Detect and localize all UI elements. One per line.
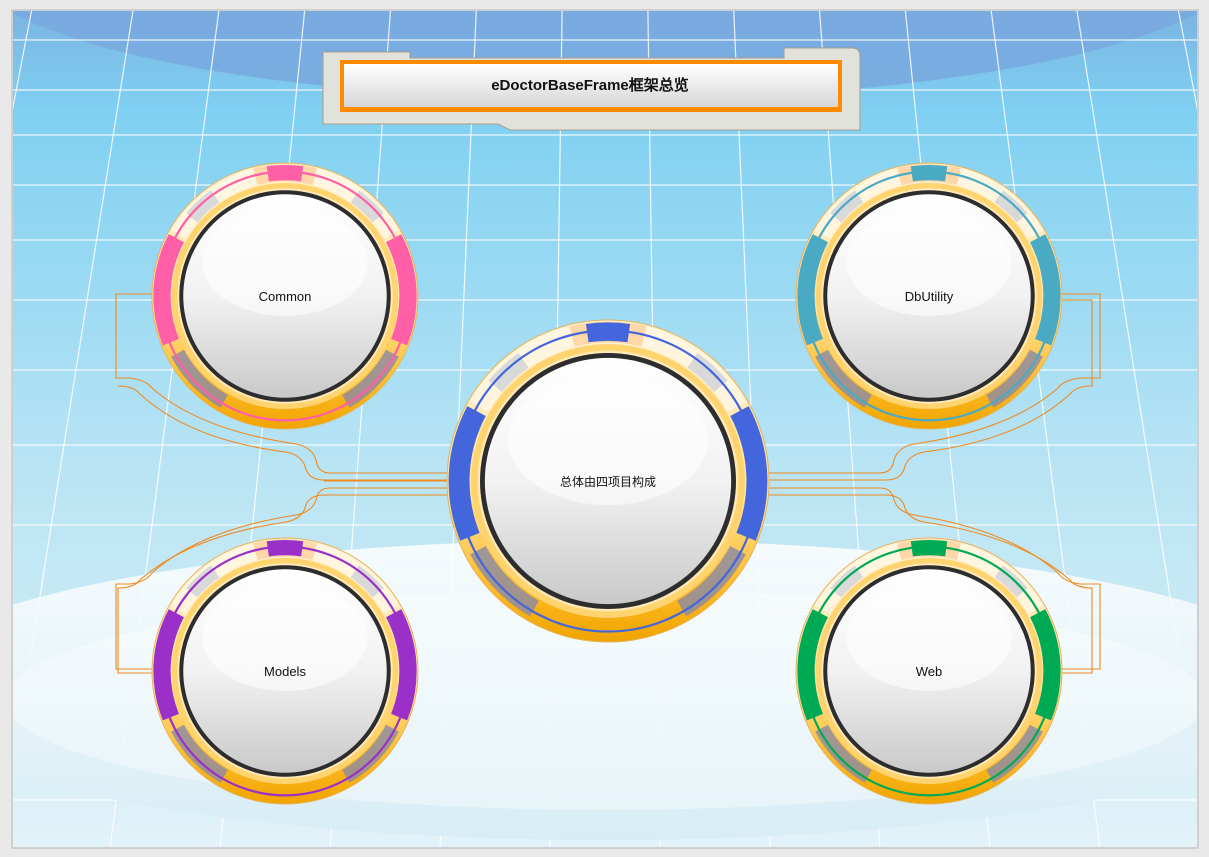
node-common-label: Common xyxy=(259,289,312,304)
node-dbutility: DbUtility xyxy=(795,162,1063,430)
node-models: Models xyxy=(151,537,419,805)
node-models-label: Models xyxy=(264,664,306,679)
node-dbutility-label: DbUtility xyxy=(905,289,954,304)
node-common: Common xyxy=(151,162,419,430)
node-web: Web xyxy=(795,537,1063,805)
connector-lines xyxy=(115,293,1101,674)
page-title: eDoctorBaseFrame框架总览 xyxy=(491,76,689,94)
node-center: 总体由四项目构成 xyxy=(446,319,770,643)
node-center-label: 总体由四项目构成 xyxy=(560,474,656,489)
node-web-label: Web xyxy=(916,664,943,679)
title-box: eDoctorBaseFrame框架总览 xyxy=(322,47,861,131)
